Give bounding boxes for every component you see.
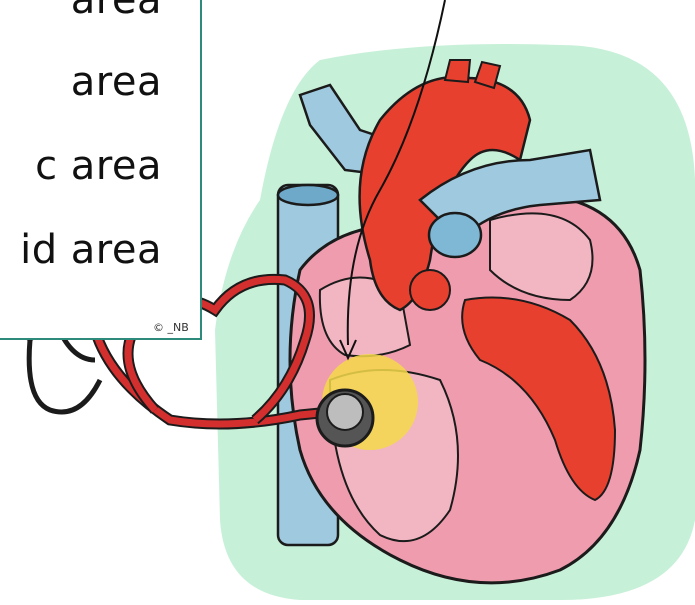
pulmonary-opening (429, 213, 481, 257)
area-label: area (71, 0, 162, 20)
label-box: area area c area id area (0, 0, 202, 340)
aortic-valve (410, 270, 450, 310)
area-label: c area (35, 146, 162, 186)
aorta-branch-1 (445, 60, 470, 82)
area-label: id area (20, 230, 162, 270)
credit-text: © _NB (153, 321, 189, 334)
area-label: area (71, 62, 162, 102)
